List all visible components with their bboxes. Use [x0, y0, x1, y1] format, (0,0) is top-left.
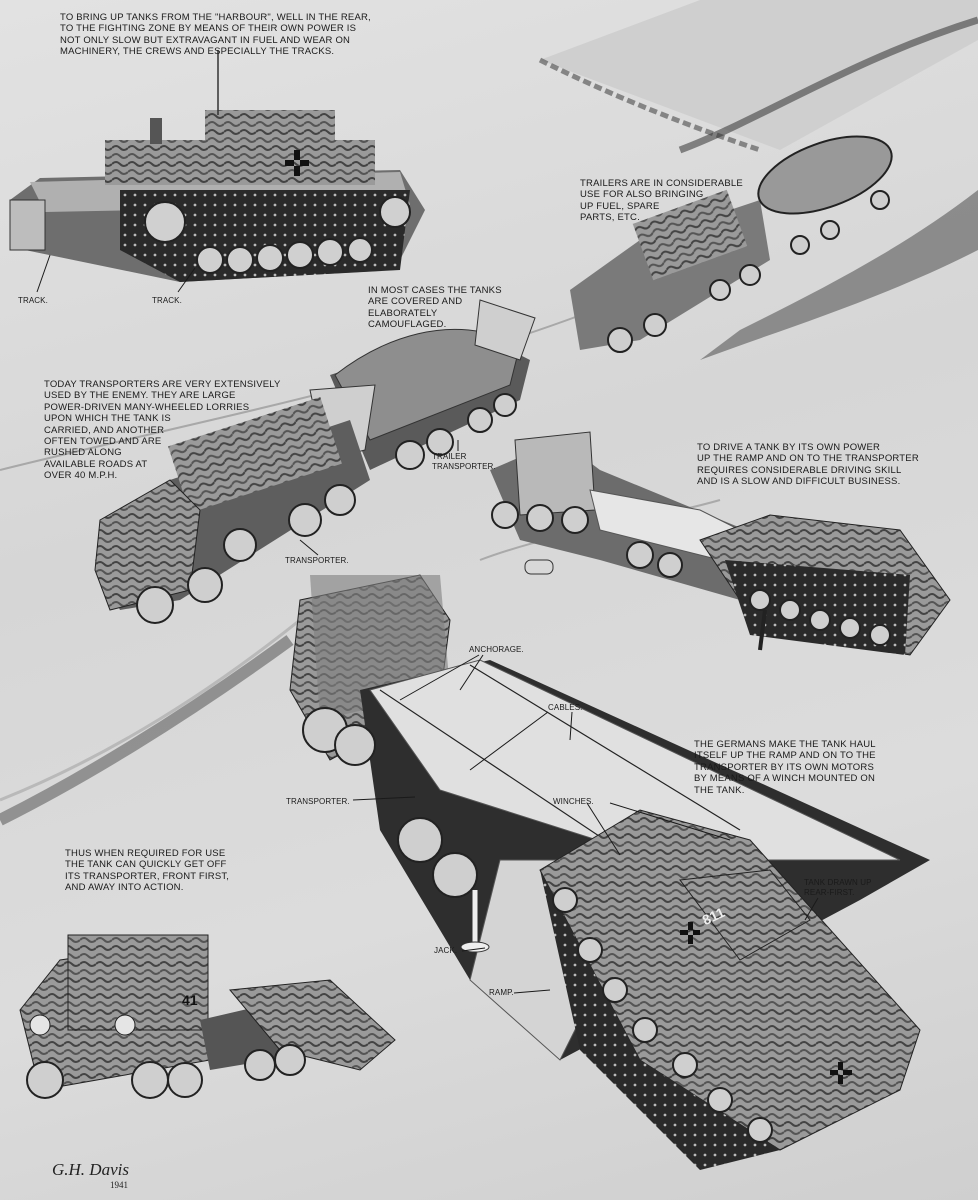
label-jack: Jack.: [434, 946, 458, 955]
artist-signature: G.H. Davis: [52, 1160, 129, 1179]
transporter-lorry-illustration: [94, 299, 536, 624]
large-transporter-illustration: [289, 574, 930, 1170]
leader-lines: [36, 254, 819, 994]
label-anchorage: Anchorage.: [469, 645, 524, 654]
label-track-left: Track.: [18, 296, 48, 305]
label-ramp: Ramp.: [489, 988, 514, 997]
label-winches: Winches.: [553, 797, 594, 806]
caption-unload: Thus when required for use the tank can …: [65, 848, 230, 894]
terrain: [0, 16, 978, 826]
caption-drive: To drive a tank by its own power up the …: [697, 442, 919, 488]
caption-transporters: Today transporters are very extensively …: [44, 379, 281, 482]
caption-intro: To bring up tanks from the "Harbour", we…: [60, 12, 371, 58]
tank-driving-illustration: [9, 50, 425, 282]
lorry-number-marking: 41: [182, 992, 198, 1008]
fuel-trailer-illustration: [570, 135, 893, 353]
caption-winch: The Germans make the tank haul itself up…: [694, 739, 876, 796]
caption-camouflaged: In most cases the tanks are covered and …: [368, 285, 502, 331]
label-tank-drawn: Tank drawn up rear-first.: [804, 878, 872, 897]
unloading-lorry-illustration: [19, 934, 396, 1099]
ramp-drive-illustration: [490, 431, 951, 656]
label-cables: Cables.: [548, 703, 583, 712]
signature-year: 1941: [110, 1180, 128, 1190]
label-trailer-transporter: Trailer Transporter.: [432, 452, 496, 471]
label-track-right: Track.: [152, 296, 182, 305]
caption-trailers: Trailers are in considerable use for als…: [580, 178, 743, 224]
label-transporter-lower: Transporter.: [286, 797, 350, 806]
label-transporter-upper: Transporter.: [285, 556, 349, 565]
